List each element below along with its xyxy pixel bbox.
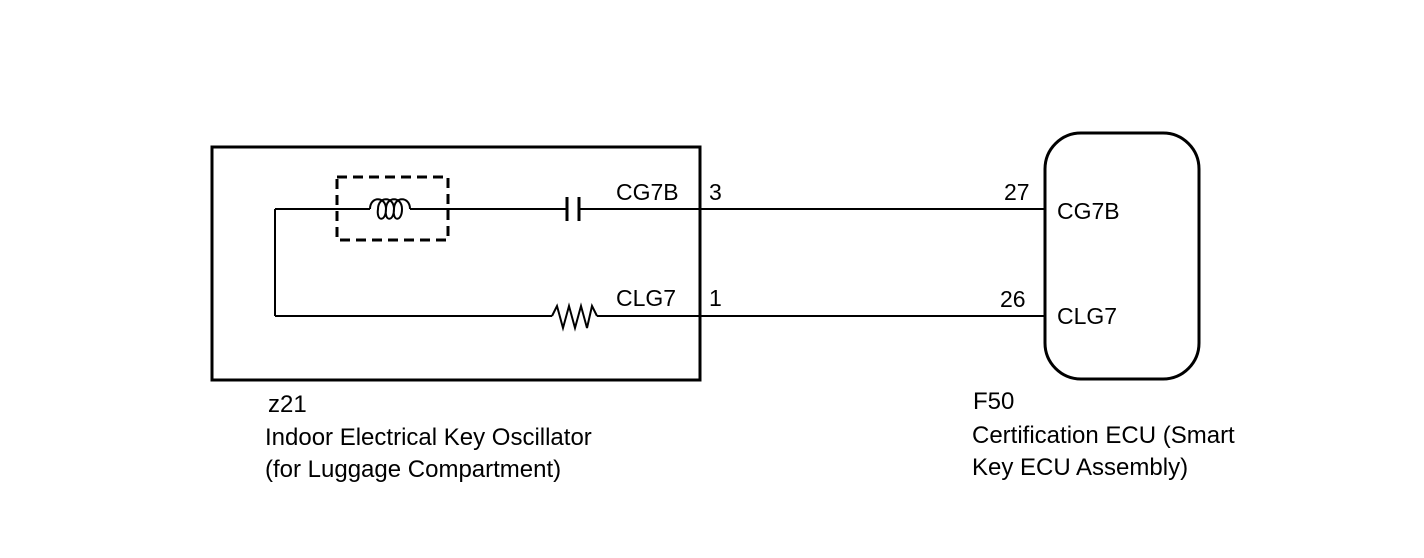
ecu-code: F50	[973, 388, 1014, 415]
capacitor-icon	[565, 197, 581, 221]
ecu-component-box	[1043, 131, 1201, 381]
ecu-name-line1: Certification ECU (Smart	[972, 422, 1235, 449]
oscillator-code: z21	[268, 391, 307, 418]
oscillator-name-line2: (for Luggage Compartment)	[265, 456, 561, 483]
oscillator-component-box	[210, 145, 702, 382]
oscillator-pin-number-cg7b: 3	[709, 179, 722, 205]
oscillator-pin-number-clg7: 1	[709, 285, 722, 311]
ecu-pin-number-clg7: 26	[1000, 286, 1026, 312]
antenna-coil-icon	[335, 175, 450, 242]
ecu-pin-name-cg7b: CG7B	[1057, 198, 1120, 224]
resistor-icon	[551, 302, 598, 332]
ecu-pin-number-cg7b: 27	[1004, 179, 1030, 205]
ecu-name-line2: Key ECU Assembly)	[972, 454, 1188, 481]
coil-dashed-enclosure	[335, 175, 450, 242]
oscillator-pin-name-cg7b: CG7B	[616, 179, 679, 205]
oscillator-name-line1: Indoor Electrical Key Oscillator	[265, 424, 592, 451]
oscillator-pin-name-clg7: CLG7	[616, 285, 676, 311]
oscillator-internal-wiring	[274, 208, 700, 317]
ecu-pin-name-clg7: CLG7	[1057, 303, 1117, 329]
